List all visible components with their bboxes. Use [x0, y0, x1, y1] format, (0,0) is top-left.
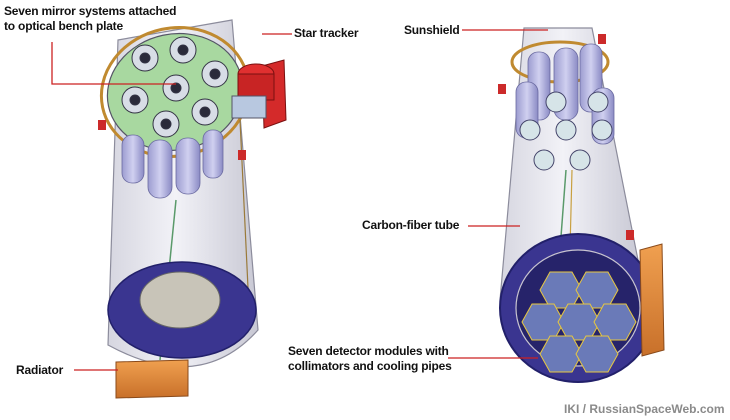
radiator-panel [115, 359, 189, 399]
detector-module [575, 335, 619, 373]
callout-line-mirrors [51, 42, 176, 85]
label-detector-modules: Seven detector modules with collimators … [288, 344, 452, 374]
detector-module [593, 303, 637, 341]
label-sunshield: Sunshield [404, 23, 460, 37]
image-credit: IKI / RussianSpaceWeb.com [564, 402, 725, 416]
detector-modules [521, 271, 637, 373]
label-mirror-systems: Seven mirror systems attached to optical… [4, 4, 176, 34]
label-detector-modules-line1: Seven detector modules with [288, 344, 449, 358]
star-tracker [231, 59, 287, 129]
left-view [98, 19, 287, 399]
mirror-cylinders [121, 129, 224, 199]
right-mirror-ends [519, 91, 613, 171]
label-carbon-fiber-tube: Carbon-fiber tube [362, 218, 460, 232]
right-view [498, 27, 665, 383]
callout-lines [51, 29, 548, 371]
detector-module [539, 335, 583, 373]
label-detector-modules-line2: collimators and cooling pipes [288, 359, 452, 373]
label-mirror-systems-line1: Seven mirror systems attached [4, 4, 177, 18]
label-mirror-systems-line2: to optical bench plate [4, 19, 123, 33]
mirror-modules [121, 36, 229, 138]
label-star-tracker: Star tracker [294, 26, 359, 40]
label-radiator: Radiator [16, 363, 64, 377]
